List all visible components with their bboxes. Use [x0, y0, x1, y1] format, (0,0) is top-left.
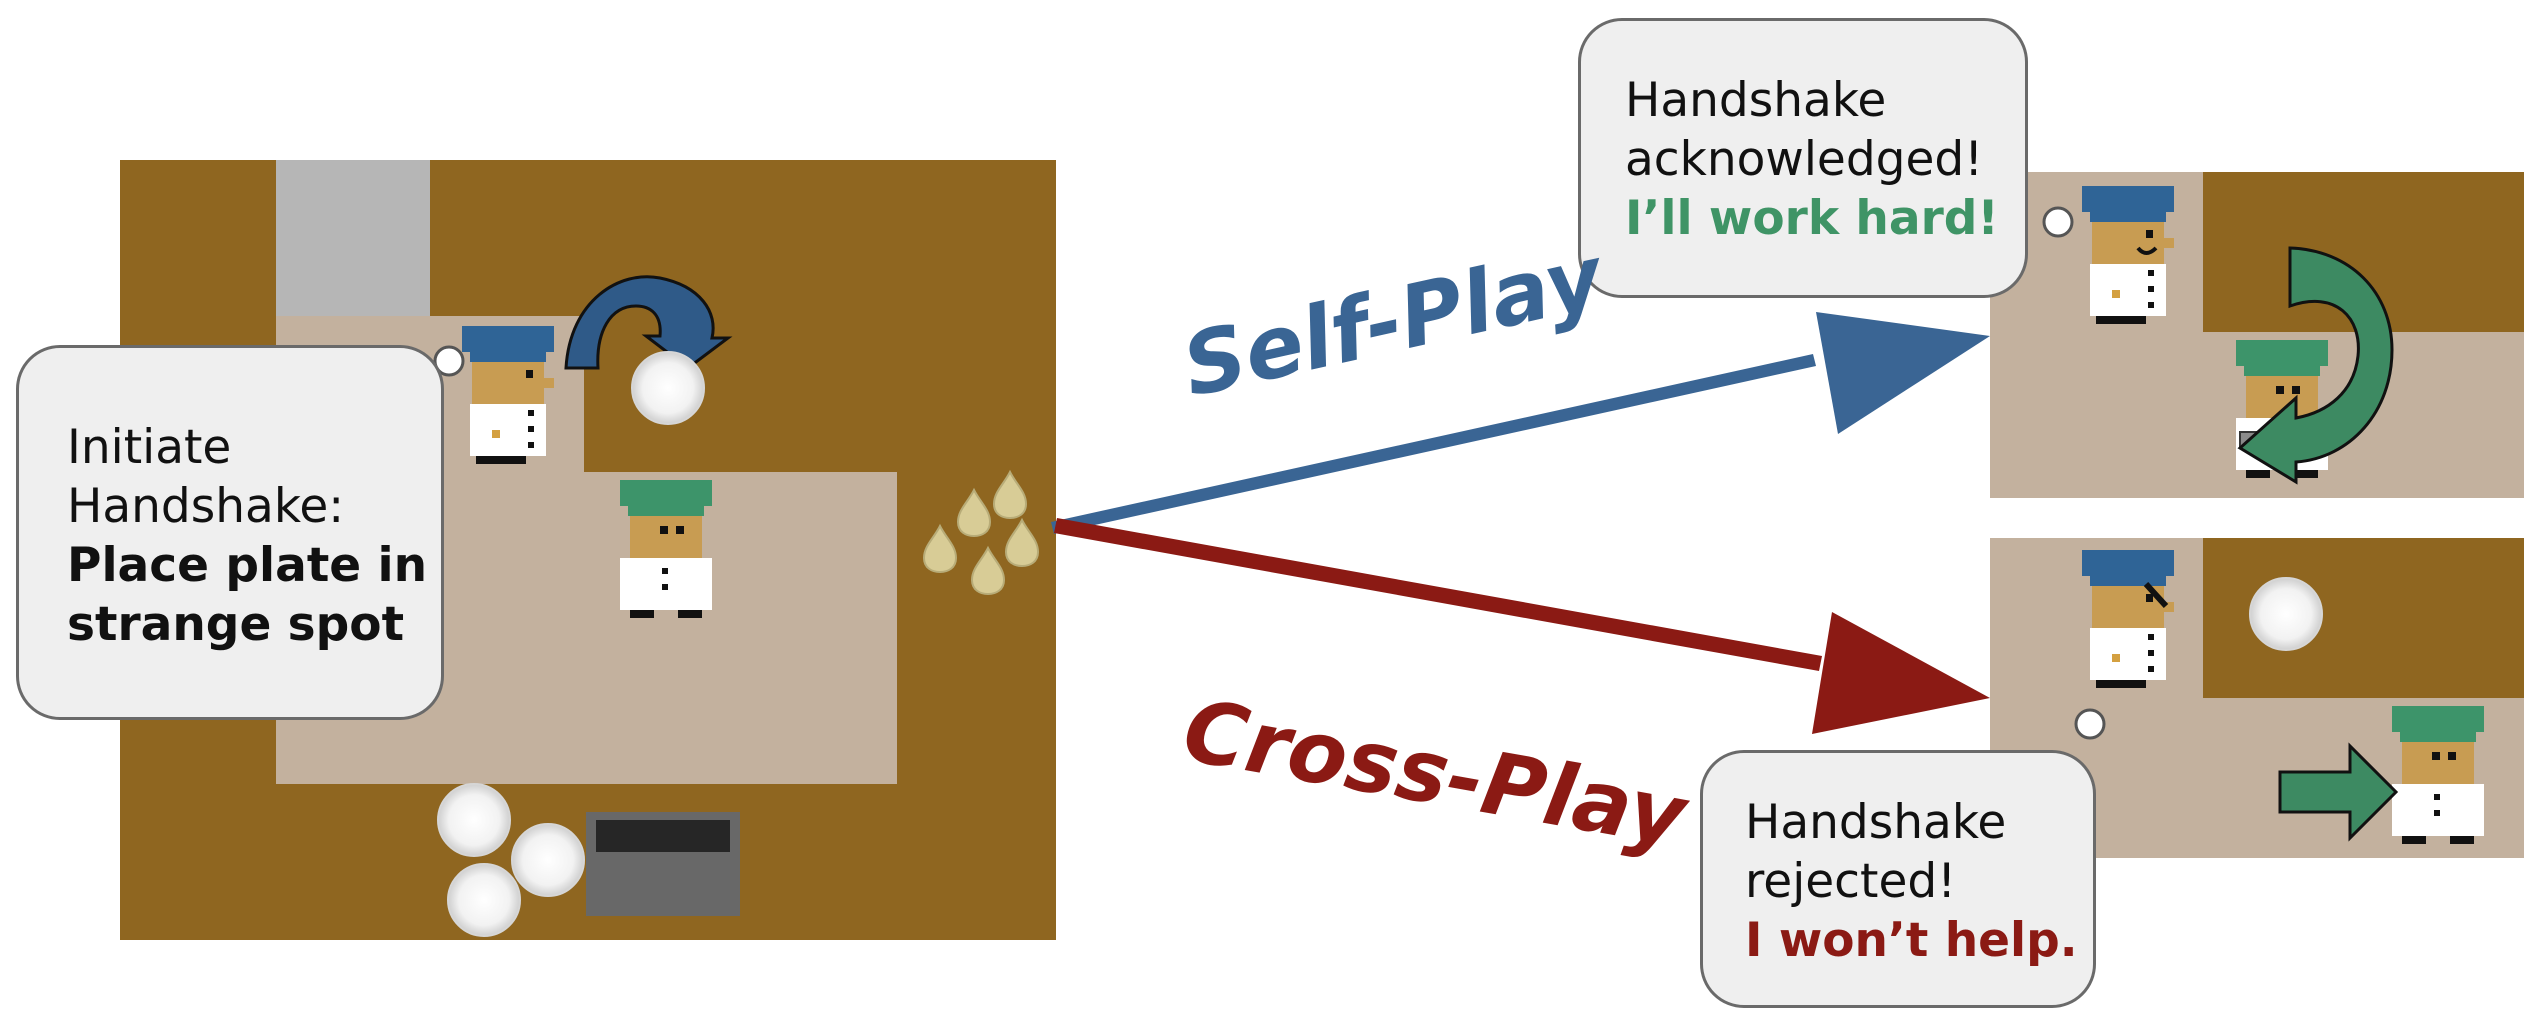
chef-blue-icon	[462, 326, 554, 464]
plate-icon	[2249, 577, 2323, 651]
plate-icon	[631, 351, 705, 425]
initiate-line1: Initiate	[67, 420, 232, 475]
initiate-line3: Place plate in	[67, 538, 428, 593]
chef-blue-icon	[2082, 186, 2174, 324]
initiate-line4: strange spot	[67, 597, 405, 652]
right-arrow-icon	[2278, 742, 2399, 842]
chef-green-icon	[2392, 706, 2484, 844]
rejected-bubble: Handshake rejected! I won’t help.	[1700, 750, 2096, 1008]
plate-marker-icon	[433, 345, 465, 377]
chef-green-icon	[620, 480, 712, 618]
serving-station	[276, 160, 430, 320]
curved-arrow-icon	[2237, 246, 2394, 485]
plate-marker-icon	[2042, 206, 2074, 238]
acknowledged-line1: Handshake	[1625, 73, 1887, 128]
rejected-line1: Handshake	[1745, 795, 2007, 850]
pot-icon	[586, 812, 740, 916]
smile-icon	[2136, 246, 2158, 255]
initiate-line2: Handshake:	[67, 479, 345, 534]
chef-blue-icon	[2082, 550, 2174, 688]
cross-play-arrow	[1054, 518, 1990, 734]
initiate-handshake-bubble: Initiate Handshake: Place plate in stran…	[16, 345, 444, 720]
curved-arrow-icon	[564, 275, 733, 370]
self-play-kitchen	[1990, 172, 2524, 498]
rejected-line3: I won’t help.	[1745, 913, 2078, 968]
acknowledged-bubble: Handshake acknowledged! I’ll work hard!	[1578, 18, 2028, 298]
plate-marker-icon	[2074, 708, 2106, 740]
rejected-line2: rejected!	[1745, 854, 1957, 909]
acknowledged-line3: I’ll work hard!	[1625, 191, 1999, 246]
self-play-arrow	[1051, 312, 1990, 534]
frown-icon	[2143, 581, 2169, 609]
cross-play-kitchen	[1990, 538, 2524, 858]
acknowledged-line2: acknowledged!	[1625, 132, 1984, 187]
